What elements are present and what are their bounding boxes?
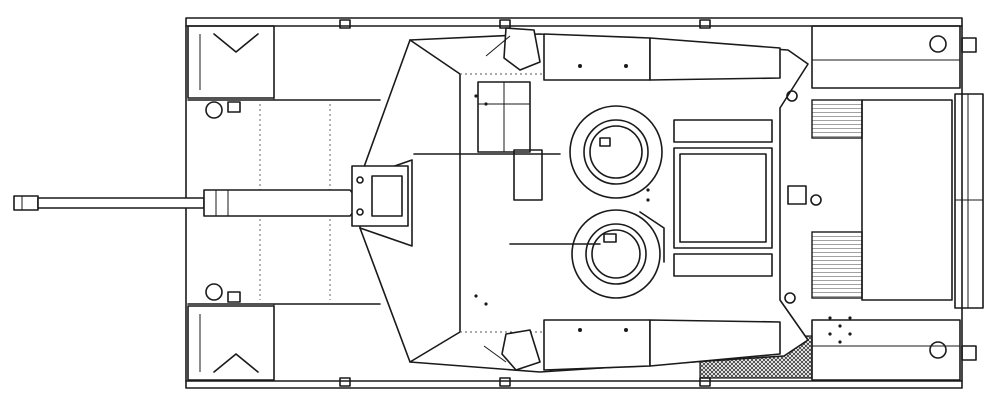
commander-cupola bbox=[569, 105, 663, 199]
main-gun bbox=[13, 189, 357, 217]
engine-grille-upper bbox=[811, 99, 863, 139]
towing-eye-front-right bbox=[205, 283, 241, 303]
rear-hook-lower bbox=[929, 341, 977, 361]
bustle-panel-top bbox=[673, 119, 773, 143]
gun-trunnion bbox=[351, 165, 409, 227]
hull-bolts bbox=[828, 316, 852, 344]
smoke-launcher-lower bbox=[483, 329, 541, 371]
stowage-box-lower bbox=[543, 319, 781, 371]
rear-plate bbox=[954, 93, 984, 309]
rear-exhaust-deck bbox=[861, 99, 953, 301]
muzzle bbox=[13, 195, 39, 211]
towing-eye-front-left bbox=[205, 101, 241, 119]
loader-hatch bbox=[571, 209, 665, 299]
rear-fitting bbox=[787, 185, 807, 205]
stowage-box-upper bbox=[543, 33, 781, 81]
rear-hook-upper bbox=[929, 35, 977, 53]
turret bbox=[351, 27, 822, 373]
engine-grille-lower bbox=[811, 231, 863, 299]
rear-deck-upper bbox=[811, 25, 961, 89]
turret-bolts bbox=[474, 94, 650, 306]
gun-barrel bbox=[37, 197, 205, 209]
smoke-launcher-upper bbox=[485, 27, 541, 71]
antenna-base-upper bbox=[786, 90, 798, 102]
antenna-base-lower bbox=[784, 292, 796, 304]
gun-mantlet-sleeve bbox=[203, 189, 357, 217]
bustle-panel-bottom bbox=[673, 253, 773, 277]
bustle-panel-center bbox=[673, 147, 773, 249]
